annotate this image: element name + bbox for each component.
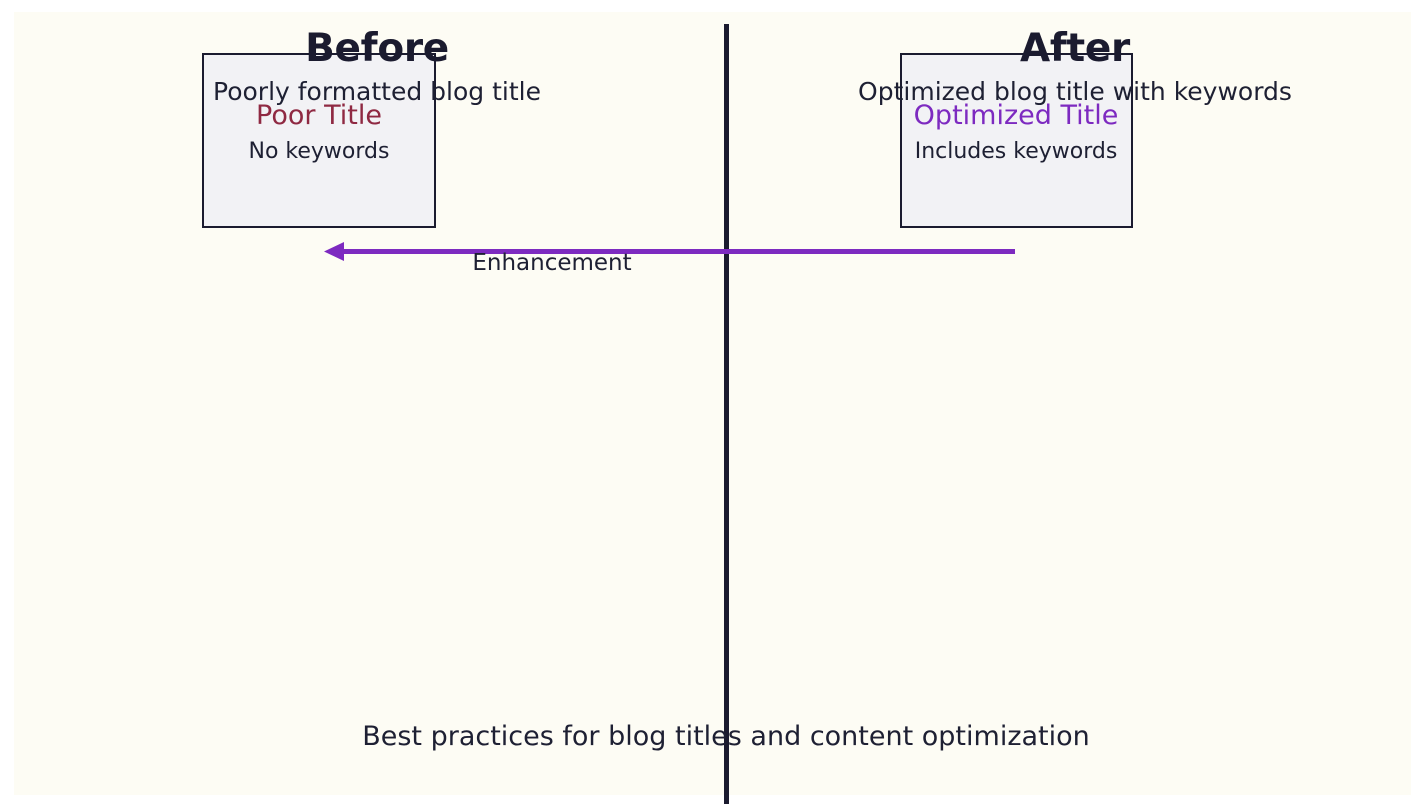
enhancement-arrow-label: Enhancement	[472, 250, 632, 276]
figure-caption: Best practices for blog titles and conte…	[362, 721, 1090, 752]
before-panel-title: Before	[305, 26, 449, 71]
enhancement-arrow-icon	[324, 242, 1015, 261]
before-content-box	[202, 53, 436, 228]
before-box-heading: Poor Title	[256, 100, 382, 131]
before-panel-subtitle: Poorly formatted blog title	[213, 77, 541, 106]
figure-canvas: Before Poorly formatted blog title Poor …	[14, 12, 1411, 804]
after-panel-title: After	[1020, 26, 1130, 71]
after-panel-subtitle: Optimized blog title with keywords	[858, 77, 1292, 106]
after-box-note: Includes keywords	[914, 139, 1118, 164]
after-box-heading: Optimized Title	[913, 100, 1119, 131]
center-divider	[724, 24, 729, 804]
after-content-box	[900, 53, 1133, 228]
before-box-note: No keywords	[248, 139, 390, 164]
